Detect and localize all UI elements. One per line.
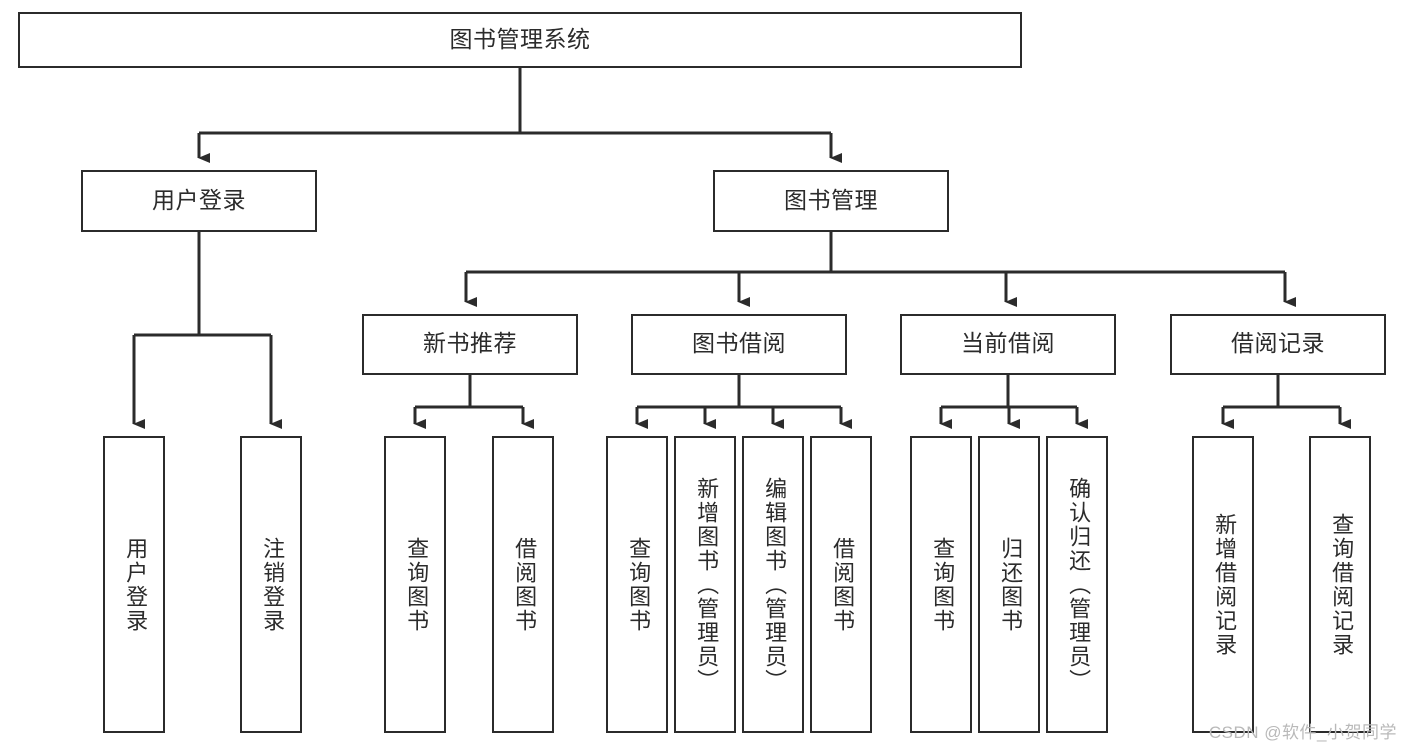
leaf-new-book-borrow-book[interactable]: 借阅图书 (492, 436, 554, 733)
leaf-book-borrow-borrow-book[interactable]: 借阅图书 (810, 436, 872, 733)
leaf-current-borrow-return-book[interactable]: 归还图书 (978, 436, 1040, 733)
node-label: 注销登录 (259, 536, 285, 633)
node-label: 新增借阅记录 (1211, 512, 1237, 657)
leaf-user-login-login[interactable]: 用户登录 (103, 436, 165, 733)
watermark: CSDN @软件_小贺同学 (1208, 723, 1397, 742)
node-label: 借阅图书 (829, 536, 855, 633)
node-label: 确认归还（管理员） (1065, 476, 1091, 693)
node-label: 查询图书 (403, 536, 429, 633)
node-label: 查询图书 (929, 536, 955, 633)
node-root-book-management-system[interactable]: 图书管理系统 (18, 12, 1022, 68)
leaf-current-borrow-query-book[interactable]: 查询图书 (910, 436, 972, 733)
leaf-book-borrow-edit-book[interactable]: 编辑图书（管理员） (742, 436, 804, 733)
leaf-borrow-record-add-record[interactable]: 新增借阅记录 (1192, 436, 1254, 733)
node-book-management[interactable]: 图书管理 (713, 170, 949, 232)
node-label: 归还图书 (997, 536, 1023, 633)
node-label: 用户登录 (152, 187, 246, 214)
node-label: 图书管理系统 (449, 26, 591, 53)
leaf-new-book-query-book[interactable]: 查询图书 (384, 436, 446, 733)
leaf-current-borrow-confirm-return[interactable]: 确认归还（管理员） (1046, 436, 1108, 733)
node-label: 借阅图书 (511, 536, 537, 633)
node-label: 用户登录 (122, 536, 148, 633)
leaf-book-borrow-add-book[interactable]: 新增图书（管理员） (674, 436, 736, 733)
node-label: 图书管理 (784, 187, 878, 214)
node-current-borrow[interactable]: 当前借阅 (900, 314, 1116, 375)
leaf-book-borrow-query-book[interactable]: 查询图书 (606, 436, 668, 733)
node-new-book-recommend[interactable]: 新书推荐 (362, 314, 578, 375)
node-user-login[interactable]: 用户登录 (81, 170, 317, 232)
node-label: 新增图书（管理员） (693, 476, 719, 693)
leaf-user-login-logout[interactable]: 注销登录 (240, 436, 302, 733)
node-book-borrow[interactable]: 图书借阅 (631, 314, 847, 375)
node-label: 借阅记录 (1231, 331, 1325, 358)
node-label: 新书推荐 (423, 331, 517, 358)
node-label: 当前借阅 (961, 331, 1055, 358)
node-borrow-record[interactable]: 借阅记录 (1170, 314, 1386, 375)
node-label: 查询图书 (625, 536, 651, 633)
node-label: 编辑图书（管理员） (761, 476, 787, 693)
node-label: 查询借阅记录 (1328, 512, 1354, 657)
node-label: 图书借阅 (692, 331, 786, 358)
leaf-borrow-record-query-record[interactable]: 查询借阅记录 (1309, 436, 1371, 733)
